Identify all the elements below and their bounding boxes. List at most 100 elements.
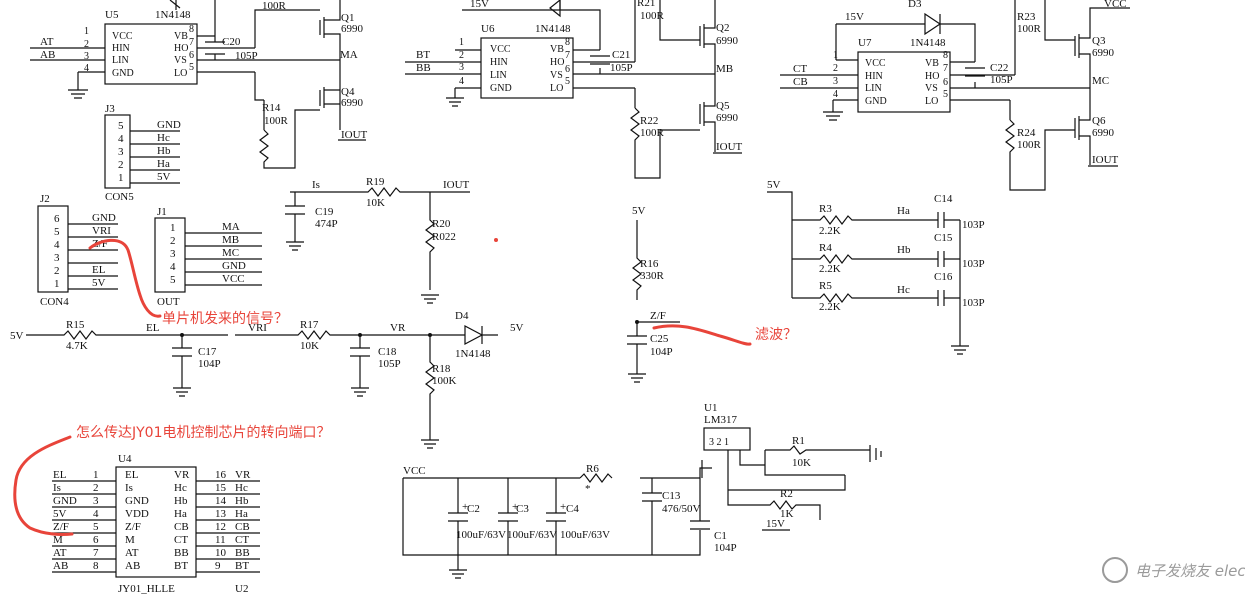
- svg-text:U1: U1: [704, 402, 717, 414]
- svg-text:VB: VB: [174, 31, 188, 42]
- svg-text:R19: R19: [366, 176, 385, 188]
- annotation-stroke-3: [13, 435, 74, 536]
- watermark: 电子发烧友 elecfans.com: [1102, 557, 1245, 583]
- svg-text:*: *: [585, 483, 591, 495]
- svg-text:R4: R4: [819, 242, 832, 254]
- u4-left-net: Z/F: [53, 521, 69, 533]
- svg-text:1N4148: 1N4148: [910, 37, 946, 49]
- u4-left-pin-signal: EL: [125, 469, 139, 481]
- svg-text:100R: 100R: [640, 10, 665, 22]
- u4-left-pin-signal: M: [125, 534, 135, 546]
- svg-text:U7: U7: [858, 37, 872, 49]
- u4-left-pin-number: 6: [93, 534, 99, 546]
- u4-right-pin-number: 9: [215, 560, 221, 572]
- svg-text:6990: 6990: [716, 35, 739, 47]
- svg-text:LO: LO: [174, 68, 187, 79]
- svg-text:R15: R15: [66, 319, 85, 331]
- u5-ref: U5: [105, 9, 119, 21]
- svg-text:1K: 1K: [780, 508, 794, 520]
- svg-text:HIN: HIN: [112, 43, 130, 54]
- j2-pin-number: 1: [54, 278, 60, 290]
- j2-pin-number: 6: [54, 213, 60, 225]
- j2-pin-signal: GND: [92, 212, 116, 224]
- j1-pin-number: 3: [170, 248, 176, 260]
- j2-pin-signal: 5V: [92, 277, 106, 289]
- svg-text:Q6: Q6: [1092, 115, 1106, 127]
- svg-text:2.2K: 2.2K: [819, 301, 841, 313]
- stray-dot: [494, 238, 498, 242]
- svg-text:Z/F: Z/F: [650, 310, 666, 322]
- svg-text:C22: C22: [990, 62, 1008, 74]
- svg-text:105P: 105P: [610, 62, 633, 74]
- svg-text:3: 3: [833, 76, 838, 87]
- svg-text:Q5: Q5: [716, 100, 730, 112]
- svg-text:GND: GND: [490, 83, 512, 94]
- svg-text:C19: C19: [315, 206, 334, 218]
- j1-pin-signal: MC: [222, 247, 239, 259]
- svg-text:4: 4: [459, 76, 464, 87]
- svg-text:3 2 1: 3 2 1: [709, 437, 729, 448]
- u4-right-pin-number: 11: [215, 534, 226, 546]
- svg-text:AT: AT: [40, 36, 54, 48]
- svg-text:104P: 104P: [650, 346, 673, 358]
- svg-text:C21: C21: [612, 49, 630, 61]
- svg-text:100R: 100R: [640, 127, 665, 139]
- svg-text:C25: C25: [650, 333, 669, 345]
- annotation-stroke-1: [88, 238, 162, 318]
- j1-pin-signal: MB: [222, 234, 239, 246]
- u4-right-pin-signal: Hb: [174, 495, 188, 507]
- svg-text:R21: R21: [637, 0, 655, 9]
- svg-text:C3: C3: [516, 503, 529, 515]
- svg-text:C1: C1: [714, 530, 727, 542]
- svg-text:1: 1: [833, 50, 838, 61]
- svg-text:VS: VS: [550, 70, 563, 81]
- u4-left-pin-signal: Is: [125, 482, 133, 494]
- svg-text:1: 1: [84, 26, 89, 37]
- svg-text:D4: D4: [455, 310, 469, 322]
- svg-text:HIN: HIN: [865, 71, 883, 82]
- j3-pin-number: 3: [118, 146, 124, 158]
- svg-text:+: +: [560, 501, 566, 513]
- svg-text:474P: 474P: [315, 218, 338, 230]
- svg-text:IOUT: IOUT: [341, 129, 368, 141]
- svg-text:1: 1: [459, 37, 464, 48]
- svg-text:Hb: Hb: [897, 244, 911, 256]
- vr-filter-block: VRI R17 10K VR C18 105P D4 1N4148 R18 10…: [235, 310, 524, 449]
- svg-text:GND: GND: [112, 68, 134, 79]
- svg-text:VRI: VRI: [248, 322, 267, 334]
- svg-text:CT: CT: [793, 63, 807, 75]
- jy01-chip: [115, 466, 197, 578]
- svg-text:1N4148: 1N4148: [535, 23, 571, 35]
- svg-text:100K: 100K: [432, 375, 457, 387]
- svg-text:7: 7: [189, 37, 194, 48]
- svg-text:VS: VS: [174, 55, 187, 66]
- svg-text:6: 6: [189, 50, 194, 61]
- svg-text:2: 2: [459, 50, 464, 61]
- svg-text:104P: 104P: [714, 542, 737, 554]
- svg-text:BT: BT: [416, 49, 430, 61]
- svg-text:103P: 103P: [962, 219, 985, 231]
- svg-text:LIN: LIN: [865, 83, 882, 94]
- svg-text:HIN: HIN: [490, 57, 508, 68]
- svg-text:R2: R2: [780, 488, 793, 500]
- svg-text:MB: MB: [716, 63, 733, 75]
- svg-text:5: 5: [565, 76, 570, 87]
- svg-text:R22: R22: [640, 115, 658, 127]
- current-sense-block: Is R19 10K IOUT C19 474P R20 R022: [285, 176, 470, 304]
- annotation-question-3: 怎么传达JY01电机控制芯片的转向端口？: [76, 425, 331, 441]
- u4-left-net: GND: [53, 495, 77, 507]
- u4-left-pin-signal: VDD: [125, 508, 149, 520]
- svg-text:6: 6: [565, 64, 570, 75]
- svg-text:2.2K: 2.2K: [819, 225, 841, 237]
- u4-left-pin-signal: AT: [125, 547, 139, 559]
- svg-text:J3: J3: [105, 103, 115, 115]
- el-filter-block: 5V R15 4.7K EL C17 104P: [10, 319, 228, 397]
- svg-text:2: 2: [833, 63, 838, 74]
